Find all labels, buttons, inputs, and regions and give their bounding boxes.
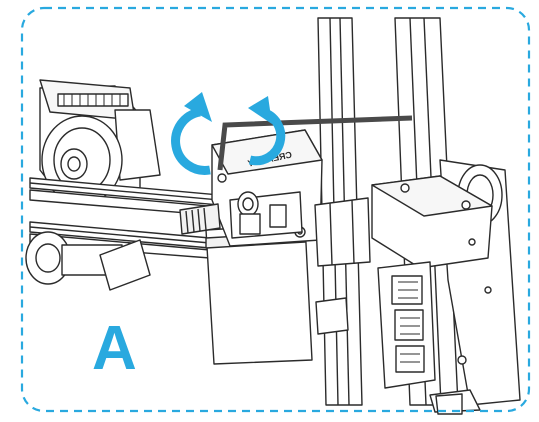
extruder-lever bbox=[179, 203, 221, 235]
extruder-body: CREALITY bbox=[211, 129, 323, 247]
carriage-box bbox=[371, 175, 493, 269]
board-connector bbox=[377, 261, 436, 389]
rail-foot bbox=[435, 393, 463, 415]
step-label: A bbox=[92, 314, 137, 383]
rotate-arrow-icon bbox=[171, 92, 286, 175]
hex-key-icon bbox=[217, 115, 413, 171]
mount-bracket bbox=[314, 197, 371, 267]
dashed-frame bbox=[20, 6, 531, 413]
lower-wheels bbox=[25, 231, 151, 291]
